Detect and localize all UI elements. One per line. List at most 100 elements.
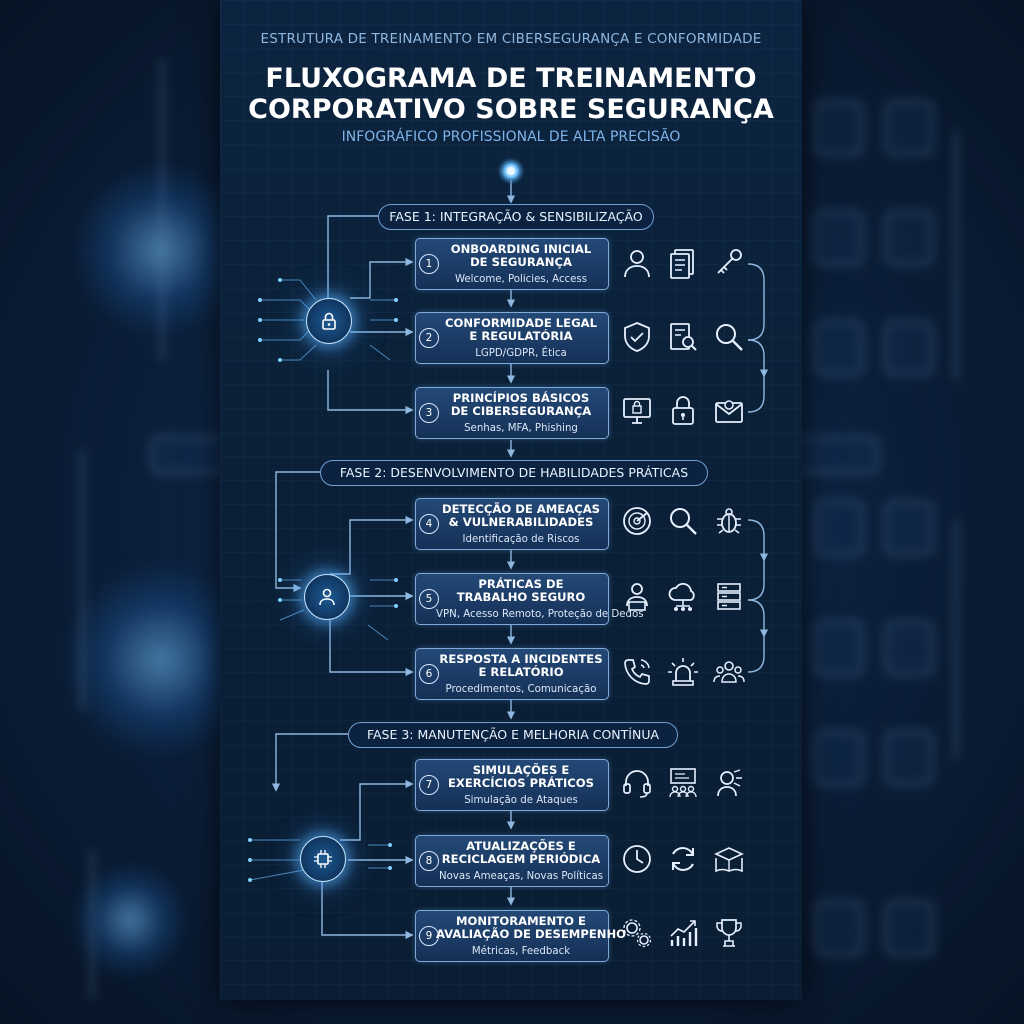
blurred-icon: [814, 500, 864, 556]
magnifier-icon: [666, 504, 700, 538]
step-title-line: & VULNERABILIDADES: [448, 515, 594, 529]
agent-icon: [712, 766, 746, 800]
magnifier-icon: [712, 320, 746, 354]
cloud-network-icon: [666, 580, 700, 614]
blurred-line: [80, 450, 84, 710]
step-title-line: PRINCÍPIOS BÁSICOS: [452, 391, 590, 405]
circuit-chip-icon: [314, 850, 332, 868]
document-search-icon: [666, 320, 700, 354]
step-number: 6: [419, 664, 439, 684]
step-number: 2: [419, 328, 439, 348]
step-number: 1: [419, 254, 439, 274]
monitor-lock-icon: [620, 393, 654, 427]
step-number: 4: [419, 514, 439, 534]
keys-icon: [712, 246, 746, 280]
blurred-icon: [814, 210, 864, 266]
blurred-icon: [814, 900, 864, 956]
phase-2-label: FASE 2: DESENVOLVIMENTO DE HABILIDADES P…: [320, 460, 708, 486]
step-subtitle: Identificação de Riscos: [462, 534, 580, 545]
step-subtitle: Novas Ameaças, Novas Políticas: [438, 871, 604, 882]
user-icon: [620, 246, 654, 280]
step-subtitle: LGPD/GDPR, Ética: [475, 348, 567, 359]
step-title-line: ONBOARDING INICIAL: [450, 242, 592, 256]
phase-1-label: FASE 1: INTEGRAÇÃO & SENSIBILIZAÇÃO: [378, 204, 654, 230]
step-subtitle: Simulação de Ataques: [464, 795, 578, 806]
growth-chart-icon: [666, 916, 700, 950]
gears-icon: [620, 916, 654, 950]
step-subtitle: Welcome, Policies, Access: [454, 274, 588, 285]
documents-icon: [666, 246, 700, 280]
blurred-icon: [884, 900, 934, 956]
step-title-line: RECICLAGEM PERIÓDICA: [441, 852, 601, 866]
step-title-line: DETECÇÃO DE AMEAÇAS: [441, 502, 601, 516]
step-title-line: ATUALIZAÇÕES E: [466, 839, 576, 853]
phase-1-hub: [306, 298, 352, 344]
graduation-book-icon: [712, 842, 746, 876]
blurred-icon: [814, 320, 864, 376]
page-subtitle: INFOGRÁFICO PROFISSIONAL DE ALTA PRECISÃ…: [341, 129, 681, 145]
step-4-box: 4 DETECÇÃO DE AMEAÇAS& VULNERABILIDADES …: [415, 498, 609, 550]
radar-icon: [620, 504, 654, 538]
blurred-right-panel: [784, 0, 1024, 1024]
user-shield-icon: [319, 588, 335, 606]
blurred-line: [954, 130, 958, 380]
clock-icon: [620, 842, 654, 876]
step-number: 8: [419, 851, 439, 871]
step-subtitle: Procedimentos, Comunicação: [445, 684, 597, 695]
step-title-line: SIMULAÇÕES E: [472, 763, 570, 777]
step-subtitle: Métricas, Feedback: [471, 946, 571, 957]
step-number: 5: [419, 589, 439, 609]
headset-icon: [620, 766, 654, 800]
title-line-1: FLUXOGRAMA DE TREINAMENTO: [265, 63, 757, 94]
blurred-line: [160, 60, 164, 360]
blurred-icon: [884, 620, 934, 676]
page-title: FLUXOGRAMA DE TREINAMENTO CORPORATIVO SO…: [220, 63, 802, 125]
blurred-icon: [884, 320, 934, 376]
infographic-poster: ESTRUTURA DE TREINAMENTO EM CIBERSEGURAN…: [220, 0, 802, 1000]
step-number: 9: [419, 926, 439, 946]
step-title-line: DE CIBERSEGURANÇA: [450, 404, 592, 418]
team-icon: [712, 655, 746, 689]
blurred-line: [90, 850, 94, 1000]
padlock-icon: [322, 312, 336, 330]
alarm-light-icon: [666, 655, 700, 689]
blurred-left-panel: [0, 0, 260, 1024]
step-title-line: PRÁTICAS DE: [478, 577, 564, 591]
email-icon: [712, 393, 746, 427]
step-title-line: AVALIAÇÃO DE DESEMPENHO: [436, 927, 626, 941]
blurred-icon: [884, 500, 934, 556]
blurred-icon: [814, 620, 864, 676]
step-title: DETECÇÃO DE AMEAÇAS& VULNERABILIDADES: [436, 503, 606, 529]
title-line-2: CORPORATIVO SOBRE SEGURANÇA: [248, 94, 774, 125]
phase-3-label: FASE 3: MANUTENÇÃO E MELHORIA CONTÍNUA: [348, 722, 678, 748]
server-icon: [712, 580, 746, 614]
blurred-icon: [814, 100, 864, 156]
blurred-icon: [884, 730, 934, 786]
header-eyebrow: ESTRUTURA DE TREINAMENTO EM CIBERSEGURAN…: [260, 31, 762, 47]
phone-icon: [620, 655, 654, 689]
trophy-icon: [712, 916, 746, 950]
step-number: 7: [419, 775, 439, 795]
remote-worker-icon: [620, 580, 654, 614]
blurred-icon: [884, 210, 934, 266]
refresh-icon: [666, 842, 700, 876]
step-title-line: TRABALHO SEGURO: [456, 590, 586, 604]
padlock-icon: [666, 393, 700, 427]
step-subtitle: VPN, Acesso Remoto, Proteção de Dedos: [436, 609, 644, 620]
